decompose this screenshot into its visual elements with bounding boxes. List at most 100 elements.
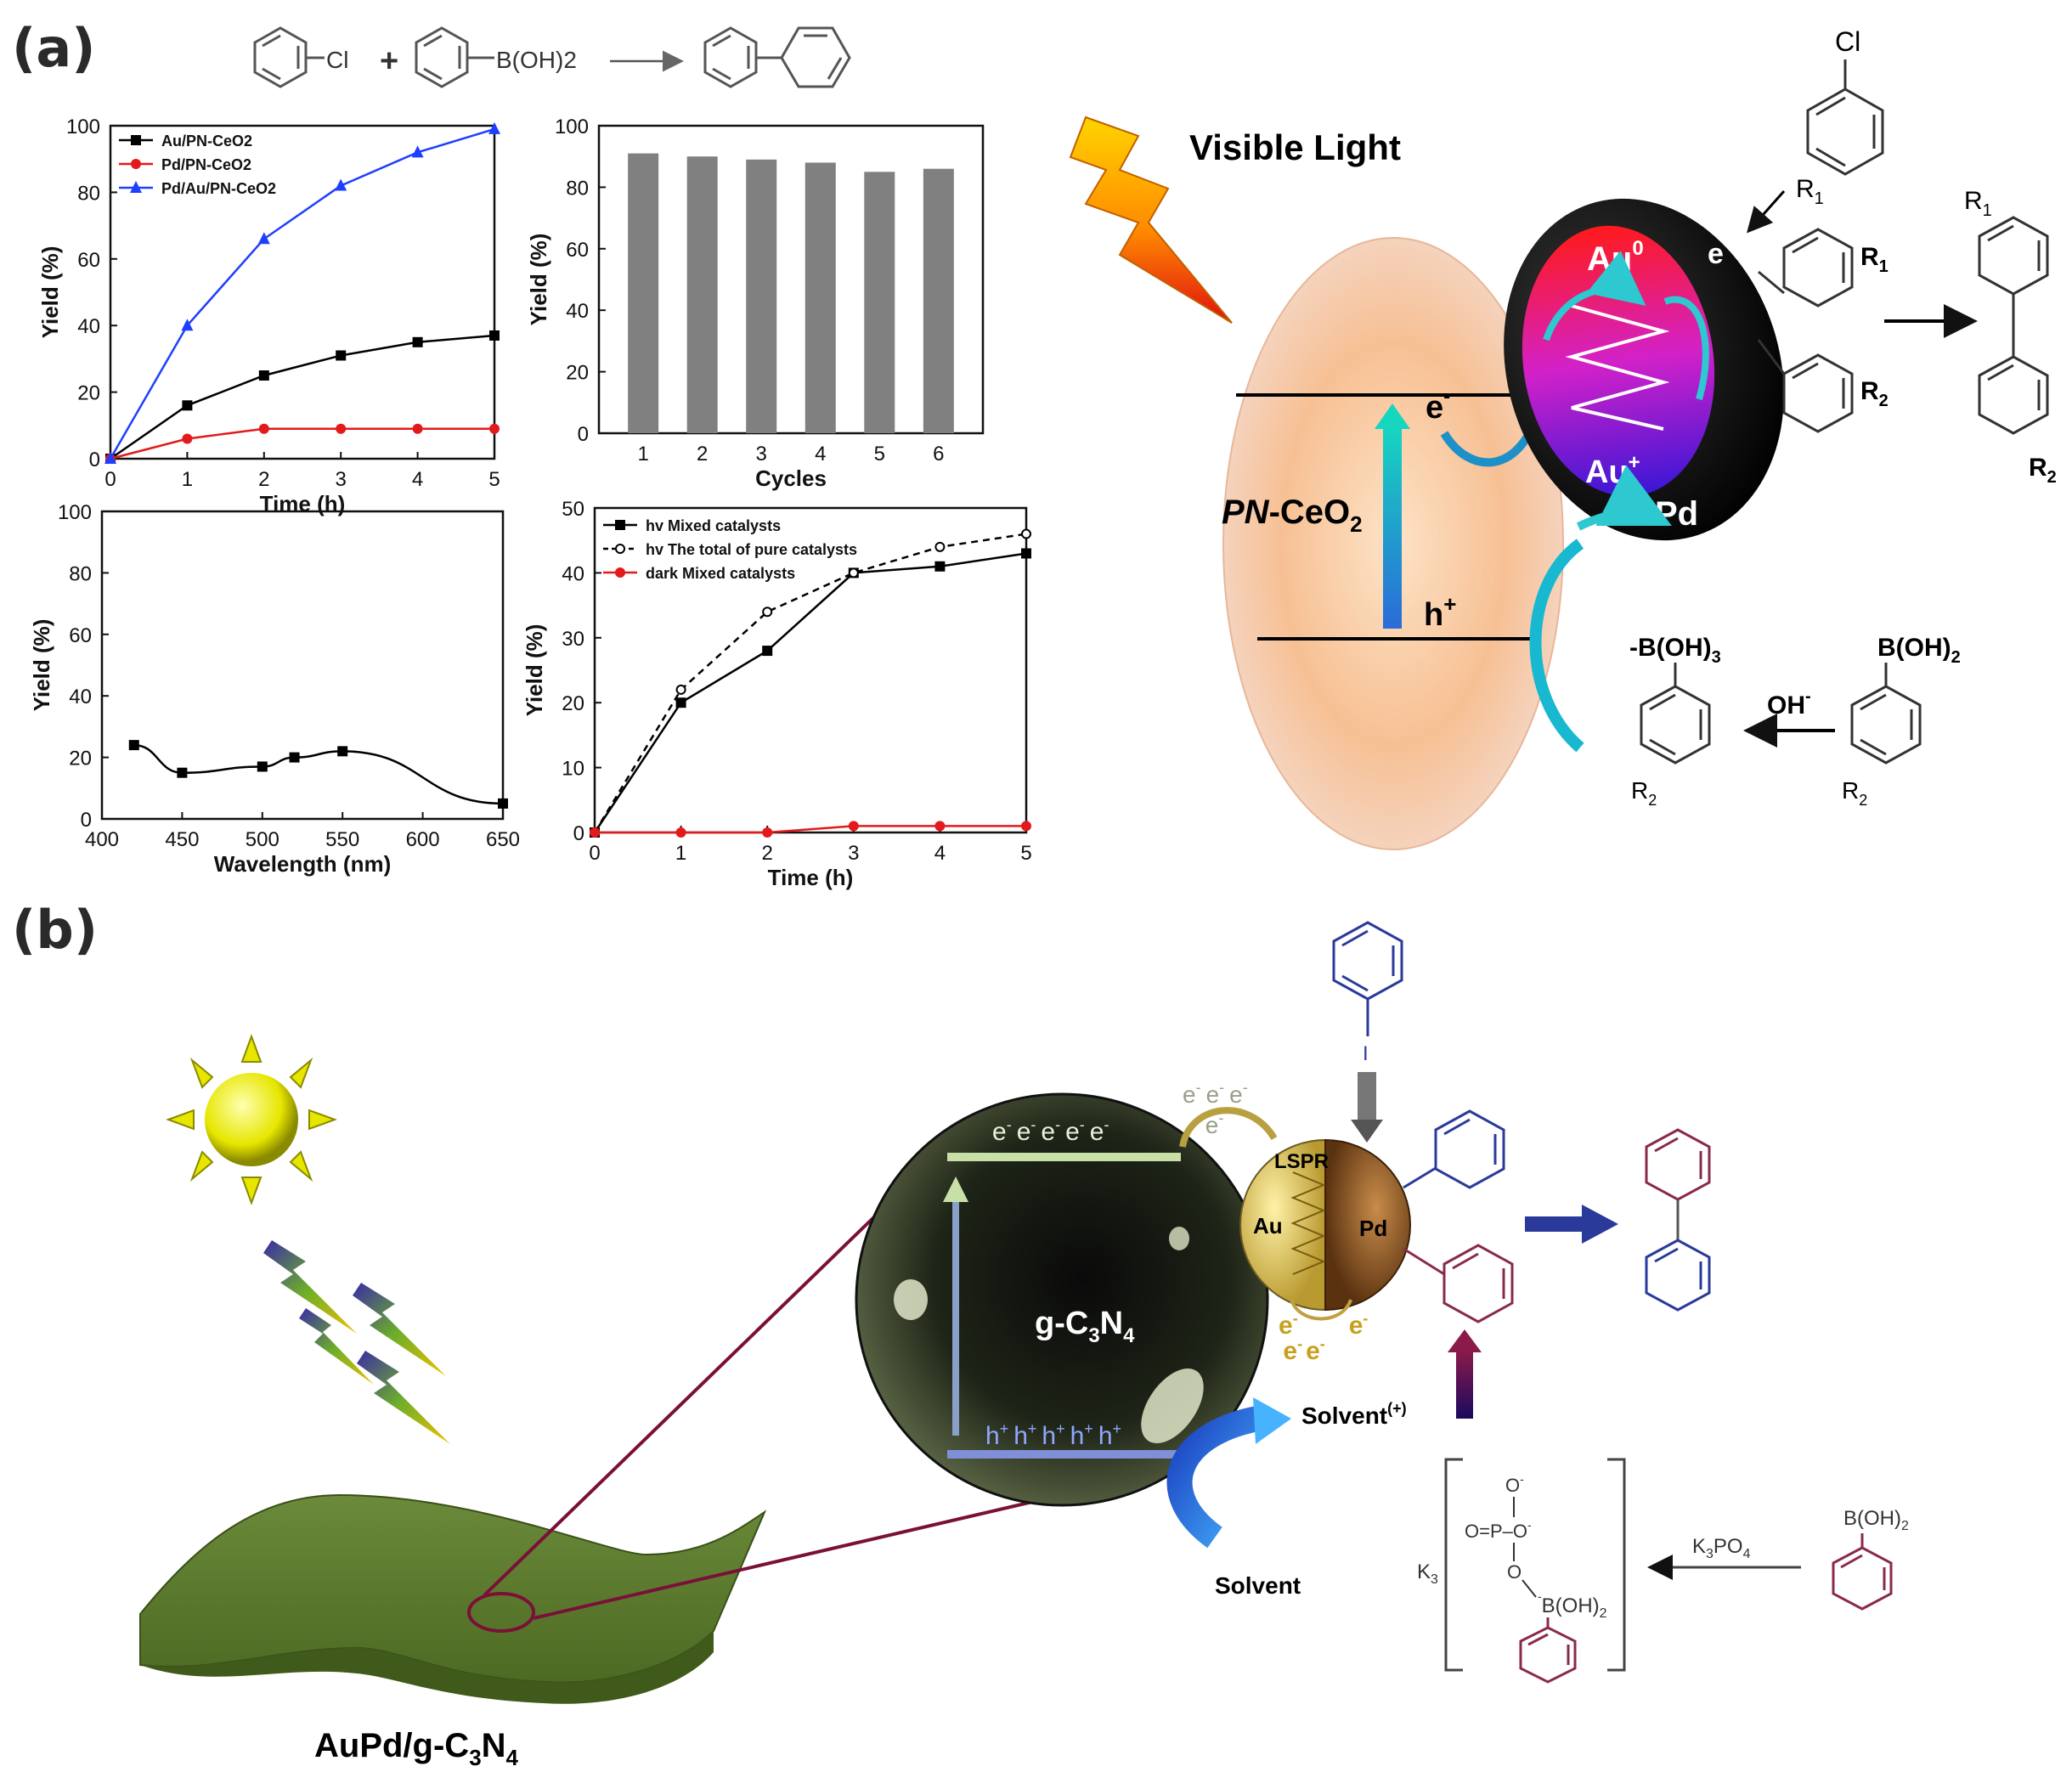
data-point	[848, 567, 859, 578]
x-tick-label: 1	[675, 842, 686, 865]
pd-flow-arrow	[1576, 465, 1672, 531]
au-label-b: Au	[1253, 1213, 1283, 1239]
boronate-structure	[1640, 663, 1711, 765]
data-point	[258, 423, 269, 434]
y-tick-label: 100	[58, 501, 92, 524]
legend-marker	[615, 520, 625, 530]
hydroxide-label: OH-	[1767, 687, 1811, 720]
y-axis-label: Yield (%)	[526, 234, 551, 326]
data-point	[337, 746, 348, 757]
series-line-1	[593, 533, 1027, 833]
solvent-oxidation-arrow	[1166, 1406, 1261, 1549]
sphere-highlight-2	[1141, 1369, 1204, 1443]
iodobenzene-structure	[1332, 921, 1403, 1036]
lspr-zigzag	[1565, 304, 1670, 431]
data-point	[675, 697, 686, 708]
phosphate-o-top: O-	[1505, 1472, 1524, 1496]
x-tick-label: 600	[406, 828, 440, 851]
iodo-label: I	[1363, 1042, 1369, 1065]
y-tick-label: 20	[562, 692, 584, 715]
bar-cycle-4	[805, 162, 836, 433]
np-electrons: e-e-e-e-	[1279, 1310, 1368, 1365]
pd-aryl-blue	[1403, 1109, 1505, 1189]
np-electron-label: e-	[1708, 233, 1730, 270]
lspr-label: LSPR	[1274, 1150, 1329, 1173]
legend-marker	[130, 181, 142, 193]
bar-cycle-5	[864, 172, 895, 434]
x-tick-label: 450	[165, 828, 199, 851]
cb-electrons: e-e-e-e-e-	[992, 1116, 1109, 1146]
sheet-edge	[140, 1631, 714, 1704]
sphere-highlight-1	[894, 1279, 928, 1320]
y-tick-label: 100	[555, 116, 589, 138]
chloro-label: Cl	[326, 47, 348, 73]
boronic-acid-label-b: B(OH)2	[1843, 1507, 1909, 1533]
solvent-label: Solvent	[1215, 1572, 1301, 1599]
data-point	[489, 330, 500, 341]
data-point	[498, 798, 508, 809]
data-point	[257, 761, 268, 772]
plot-frame	[597, 124, 985, 435]
product-arrow-b	[1525, 1216, 1584, 1232]
visible-light-label: Visible Light	[1189, 127, 1401, 167]
x-tick-label: 1	[637, 443, 648, 466]
data-point	[488, 121, 500, 134]
y-tick-label: 60	[69, 624, 92, 647]
phenylboronic-acid-b	[1832, 1546, 1893, 1611]
y-axis-label: Yield (%)	[29, 619, 54, 712]
data-point	[289, 752, 300, 763]
data-point	[675, 827, 686, 838]
x-tick-label: 6	[933, 443, 944, 466]
solvent-plus-label: Solvent(+)	[1301, 1400, 1407, 1429]
zoom-line-top	[483, 1205, 887, 1597]
legend-label: Pd/Au/PN-CeO2	[161, 180, 276, 197]
complex-boh2-label: -B(OH)2	[1538, 1589, 1607, 1621]
data-point	[128, 740, 139, 751]
electron-flow-arrow-1	[1543, 251, 1646, 341]
data-point	[1021, 548, 1031, 559]
series-line-0	[133, 743, 504, 805]
iodo-arrow-shaft	[1358, 1072, 1376, 1121]
x-axis-label: Wavelength (nm)	[214, 851, 391, 877]
chlorobenzene-structure	[253, 26, 325, 88]
legend-marker	[131, 135, 141, 145]
lspr-wave	[1290, 1171, 1326, 1275]
data-point	[258, 370, 269, 381]
data-point	[335, 178, 347, 191]
mechanism-scheme-a: Visible Light PN-CeO2 e- h+ Au0 Au+ e- P…	[1069, 26, 2057, 850]
data-point	[934, 561, 946, 572]
y-tick-label: 60	[77, 249, 100, 272]
x-axis-label: Time (h)	[260, 491, 346, 516]
x-tick-label: 0	[589, 842, 600, 865]
y-tick-label: 20	[69, 748, 92, 770]
legend-label: dark Mixed catalysts	[646, 565, 795, 582]
data-point	[1021, 528, 1031, 539]
y-tick-label: 40	[566, 300, 589, 323]
legend-label: hv Mixed catalysts	[646, 517, 781, 534]
x-tick-label: 3	[336, 468, 347, 491]
legend-label: Pd/PN-CeO2	[161, 156, 251, 173]
series-line-2	[109, 127, 495, 460]
data-point	[177, 767, 188, 778]
y-tick-label: 40	[77, 315, 100, 338]
data-point	[934, 541, 946, 552]
sphere-highlight-3	[1169, 1227, 1189, 1250]
data-point	[412, 423, 423, 434]
legend-label: hv The total of pure catalysts	[646, 541, 857, 558]
data-point	[934, 821, 946, 832]
data-point	[336, 423, 347, 434]
y-tick-label: 80	[69, 562, 92, 585]
x-tick-label: 4	[934, 842, 946, 865]
data-point	[848, 821, 859, 832]
x-tick-label: 2	[258, 468, 269, 491]
right-bracket	[1607, 1458, 1626, 1672]
y-tick-label: 0	[81, 809, 92, 832]
plot-frame	[100, 510, 505, 821]
y-tick-label: 40	[69, 686, 92, 708]
legend-label: Au/PN-CeO2	[161, 133, 252, 150]
mechanism-scheme-b: AuPd/g-C3N4 e-e-e-e-e- h+h+h+h+h+ g-C3N4…	[139, 921, 1909, 1770]
